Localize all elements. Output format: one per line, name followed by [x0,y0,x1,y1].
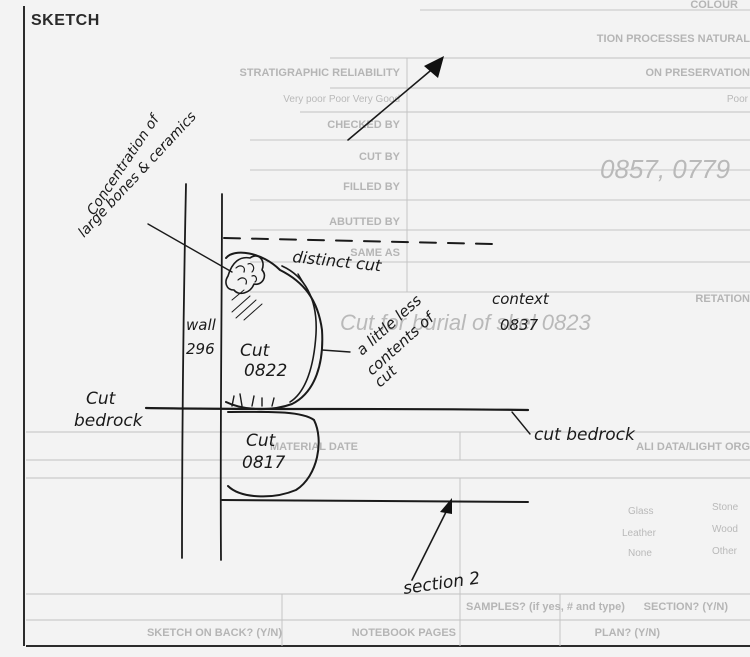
bone-fragments [235,263,258,285]
sketch-frame [23,6,750,646]
ghost-notebook: NOTEBOOK PAGES [352,627,456,639]
ghost-interpretation: RETATION [695,293,750,305]
label-cut-0817: Cut [246,431,277,451]
ghost-colour-label: COLOUR [690,0,738,11]
cut-0817-outline [227,410,320,498]
ghost-sketch-on-back: SKETCH ON BACK? (Y/N) [147,627,282,639]
ghost-option-leather: Leather [622,528,657,539]
section-title: SKETCH [31,12,100,29]
ghost-processes-label: TION PROCESSES NATURAL [597,33,750,45]
ghost-handwritten-numbers: 0857, 0779 [600,154,730,184]
ghost-cut-by: CUT BY [359,151,401,163]
ghost-same-as: SAME AS [350,247,400,259]
bone-cluster [225,255,266,295]
section-line [221,499,529,503]
bedrock-ticks [231,393,275,407]
label-cut-bedrock-left-line2: bedrock [74,411,144,431]
label-cut-0822: Cut [240,341,271,361]
ghost-material-date: MATERIAL DATE [270,441,358,453]
ghost-option-none: None [628,548,652,559]
bedrock-right-leader [511,411,531,435]
ghost-artefacts: ALI DATA/LIGHT ORG [636,441,750,453]
section-arrow-shaft [411,507,449,581]
ghost-option-wood: Wood [712,524,738,535]
cut-0822-outline [225,251,324,411]
ghost-plan: PLAN? (Y/N) [595,627,661,639]
distinct-cut-line [223,237,495,245]
orientation-arrow-shaft [347,65,437,141]
bedrock-line [144,406,530,412]
ghost-sections: SECTION? (Y/N) [644,601,729,613]
ghost-samples: SAMPLES? (if yes, # and type) [466,601,625,613]
background-form: COLOUR TION PROCESSES NATURAL ON PRESERV… [26,0,750,647]
wall-left-line [181,183,187,559]
label-context: context [492,290,550,308]
label-cut-0817-number: 0817 [242,453,285,473]
ghost-preservation-options: Poor [727,94,749,105]
ghost-option-other: Other [712,546,738,557]
ghost-handwritten-interpretation: Cut for burial of skel 0823 [340,310,591,335]
little-less-leader [321,349,351,353]
concentration-leader [147,223,233,273]
ghost-option-glass: Glass [628,506,654,517]
section-arrow-icon [440,498,452,514]
ghost-reliability-label: STRATIGRAPHIC RELIABILITY [239,67,400,79]
label-wall-number: 296 [186,340,215,358]
ghost-option-stone: Stone [712,502,739,513]
label-cut-0822-number: 0822 [244,361,287,381]
ghost-preservation-label: ON PRESERVATION [645,67,750,79]
cut-hatching [231,289,263,321]
distinct-cut-leader [297,273,305,285]
label-cut-bedrock-right: cut bedrock [534,425,636,445]
label-wall: wall [186,316,217,334]
label-cut-bedrock-left-line1: Cut [86,389,117,409]
section-sketch [144,56,531,581]
label-context-number: 0837 [500,316,539,334]
ghost-abutted-by: ABUTTED BY [329,216,401,228]
ghost-filled-by: FILLED BY [343,181,400,193]
ghost-checked-by: CHECKED BY [327,119,400,131]
orientation-arrow-icon [424,56,444,78]
ghost-reliability-options: Very poor Poor Very Good [283,94,400,105]
wall-right-line [219,193,223,561]
context-0837-edge [281,265,317,403]
